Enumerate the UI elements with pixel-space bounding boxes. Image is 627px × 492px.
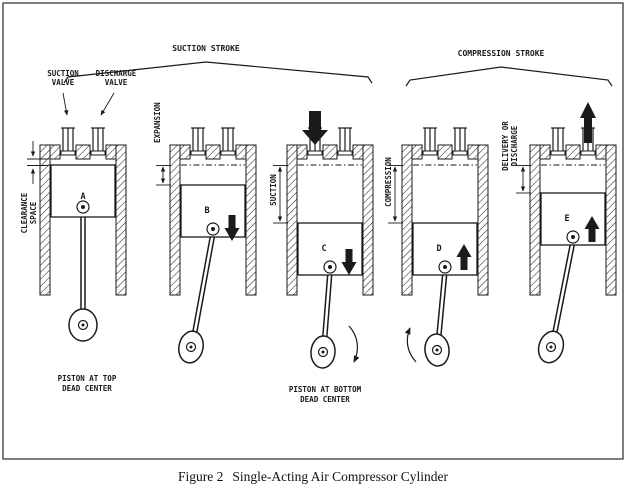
- svg-text:SPACE: SPACE: [29, 201, 38, 224]
- compression-stroke-brace: [405, 66, 613, 87]
- svg-text:VALVE: VALVE: [52, 78, 75, 87]
- crankshaft: [310, 335, 336, 369]
- delivery-dimension: DELIVERY OR DISCHARGE: [501, 121, 531, 194]
- discharge-valve-pointer-arrow: [100, 92, 115, 116]
- expansion-dimension: EXPANSION: [153, 102, 171, 186]
- piston-up-arrow-icon: [584, 216, 600, 242]
- cylinder-e: E: [529, 102, 617, 364]
- suction-stroke-label: SUCTION STROKE: [172, 44, 240, 53]
- svg-text:DEAD CENTER: DEAD CENTER: [62, 384, 112, 393]
- cylinder-c: C: [286, 111, 374, 369]
- piston-letter: B: [204, 206, 209, 216]
- suction-label: SUCTION: [269, 174, 278, 206]
- crankshaft: [68, 308, 98, 342]
- crank-rotation-arrow-icon: [404, 327, 417, 363]
- cylinder-a: A: [39, 127, 127, 342]
- clearance-label: CLEARANCE: [20, 192, 29, 233]
- discharge-valve-label: DISCHARGE VALVE: [96, 69, 137, 116]
- clearance-dimension: CLEARANCE SPACE: [20, 141, 49, 233]
- piston-letter: D: [436, 244, 441, 254]
- cylinder-d: D: [401, 127, 489, 367]
- cylinder-b: B: [169, 127, 257, 364]
- suction-dimension: SUCTION: [269, 165, 288, 224]
- bdc-caption: PISTON AT BOTTOM DEAD CENTER: [289, 385, 362, 404]
- svg-text:SUCTION: SUCTION: [47, 69, 79, 78]
- svg-text:DISCHARGE: DISCHARGE: [510, 125, 519, 166]
- suction-valve-label: SUCTION VALVE: [47, 69, 79, 116]
- svg-text:DISCHARGE: DISCHARGE: [96, 69, 137, 78]
- svg-text:PISTON AT TOP: PISTON AT TOP: [58, 374, 117, 383]
- piston-down-arrow-icon: [341, 249, 357, 275]
- crankshaft: [178, 330, 204, 364]
- piston-letter: C: [321, 244, 326, 254]
- svg-text:PISTON AT BOTTOM: PISTON AT BOTTOM: [289, 385, 362, 394]
- piston-up-arrow-icon: [456, 244, 472, 270]
- tdc-caption: PISTON AT TOP DEAD CENTER: [58, 374, 117, 393]
- figure-border: [2, 2, 624, 460]
- suction-valve-pointer-arrow: [62, 92, 69, 116]
- crank-rotation-arrow-icon: [348, 325, 360, 363]
- compression-stroke-label: COMPRESSION STROKE: [458, 49, 545, 58]
- expansion-label: EXPANSION: [153, 102, 162, 143]
- piston-letter: E: [564, 214, 569, 224]
- svg-text:DEAD CENTER: DEAD CENTER: [300, 395, 350, 404]
- piston-down-arrow-icon: [224, 215, 240, 241]
- svg-text:VALVE: VALVE: [105, 78, 128, 87]
- delivery-label: DELIVERY OR: [501, 121, 510, 171]
- crankshaft: [537, 330, 565, 364]
- suction-stroke-brace: [63, 61, 373, 84]
- compression-label: COMPRESSION: [384, 157, 393, 207]
- compression-dimension: COMPRESSION: [384, 157, 403, 224]
- piston-letter: A: [80, 192, 85, 202]
- crankshaft: [424, 333, 450, 367]
